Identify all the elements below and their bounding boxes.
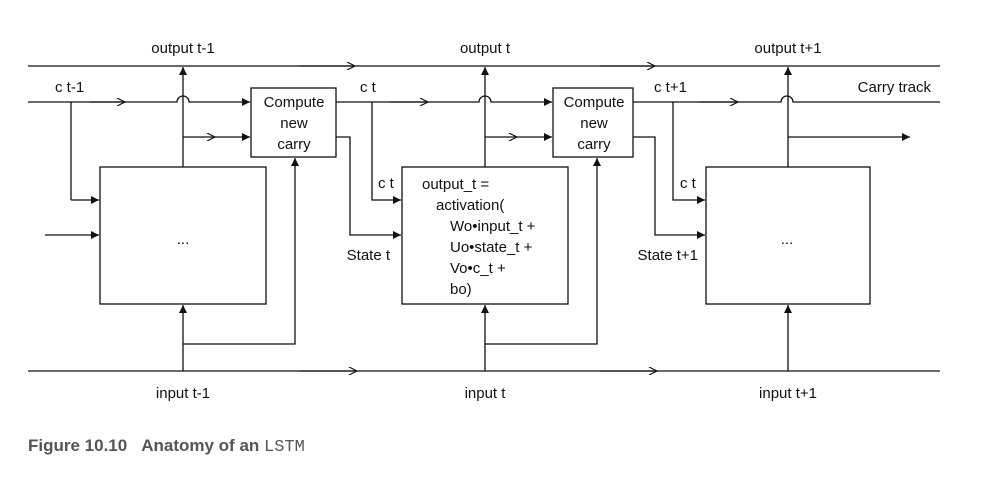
output-label: output t+1	[754, 40, 821, 57]
input-label: input t	[465, 385, 507, 402]
compute-new-carry-text: Compute	[264, 94, 325, 111]
compute-new-carry-box-2	[552, 87, 634, 158]
cell-2-input-to-carry-arrow	[485, 158, 601, 345]
lstm-diagram: output t-1 output t output t+1 c t-1 c t…	[28, 40, 940, 402]
state-label: State t	[347, 247, 391, 264]
output-label: output t	[460, 40, 511, 57]
cell-formula-line: Uo•state_t +	[450, 239, 533, 256]
state-label: State t+1	[638, 247, 698, 264]
state-t1-arrow	[633, 136, 705, 239]
figure-title: Anatomy of an	[141, 436, 260, 455]
input-label: input t+1	[759, 385, 817, 402]
cell-ellipsis: ...	[177, 231, 190, 248]
cell-formula-line: bo)	[450, 281, 472, 298]
cell-ellipsis: ...	[781, 231, 794, 248]
ct-to-cell-2-arrow	[371, 102, 401, 204]
figure-title-code: LSTM	[264, 438, 305, 457]
carry-label: c t+1	[654, 79, 687, 96]
compute-new-carry-text: new	[280, 115, 308, 132]
figure-caption: Figure 10.10 Anatomy of an LSTM	[28, 436, 305, 457]
compute-new-carry-text: carry	[577, 136, 611, 153]
cell-formula-line: Vo•c_t +	[450, 260, 506, 277]
compute-new-carry-box-1	[250, 87, 337, 158]
carry-track-segment	[28, 95, 250, 106]
compute-new-carry-text: Compute	[564, 94, 625, 111]
cell-1-input-to-carry-arrow	[183, 158, 299, 345]
figure-number: Figure 10.10	[28, 436, 128, 455]
ct1-to-cell-3-arrow	[672, 102, 705, 204]
ct-label: c t	[680, 175, 697, 192]
carry-track-label: Carry track	[858, 79, 932, 96]
cell-formula-line: output_t =	[422, 176, 489, 193]
compute-new-carry-text: new	[580, 115, 608, 132]
output-label: output t-1	[151, 40, 214, 57]
carry-track-segment	[633, 95, 940, 103]
cell-formula-line: Wo•input_t +	[450, 218, 536, 235]
input-label: input t-1	[156, 385, 210, 402]
carry-label: c t	[360, 79, 377, 96]
carry-track-segment	[336, 95, 552, 106]
cell-formula-line: activation(	[436, 197, 504, 214]
carry-label: c t-1	[55, 79, 84, 96]
ct-label: c t	[378, 175, 395, 192]
compute-new-carry-text: carry	[277, 136, 311, 153]
state-t-arrow	[336, 136, 401, 239]
